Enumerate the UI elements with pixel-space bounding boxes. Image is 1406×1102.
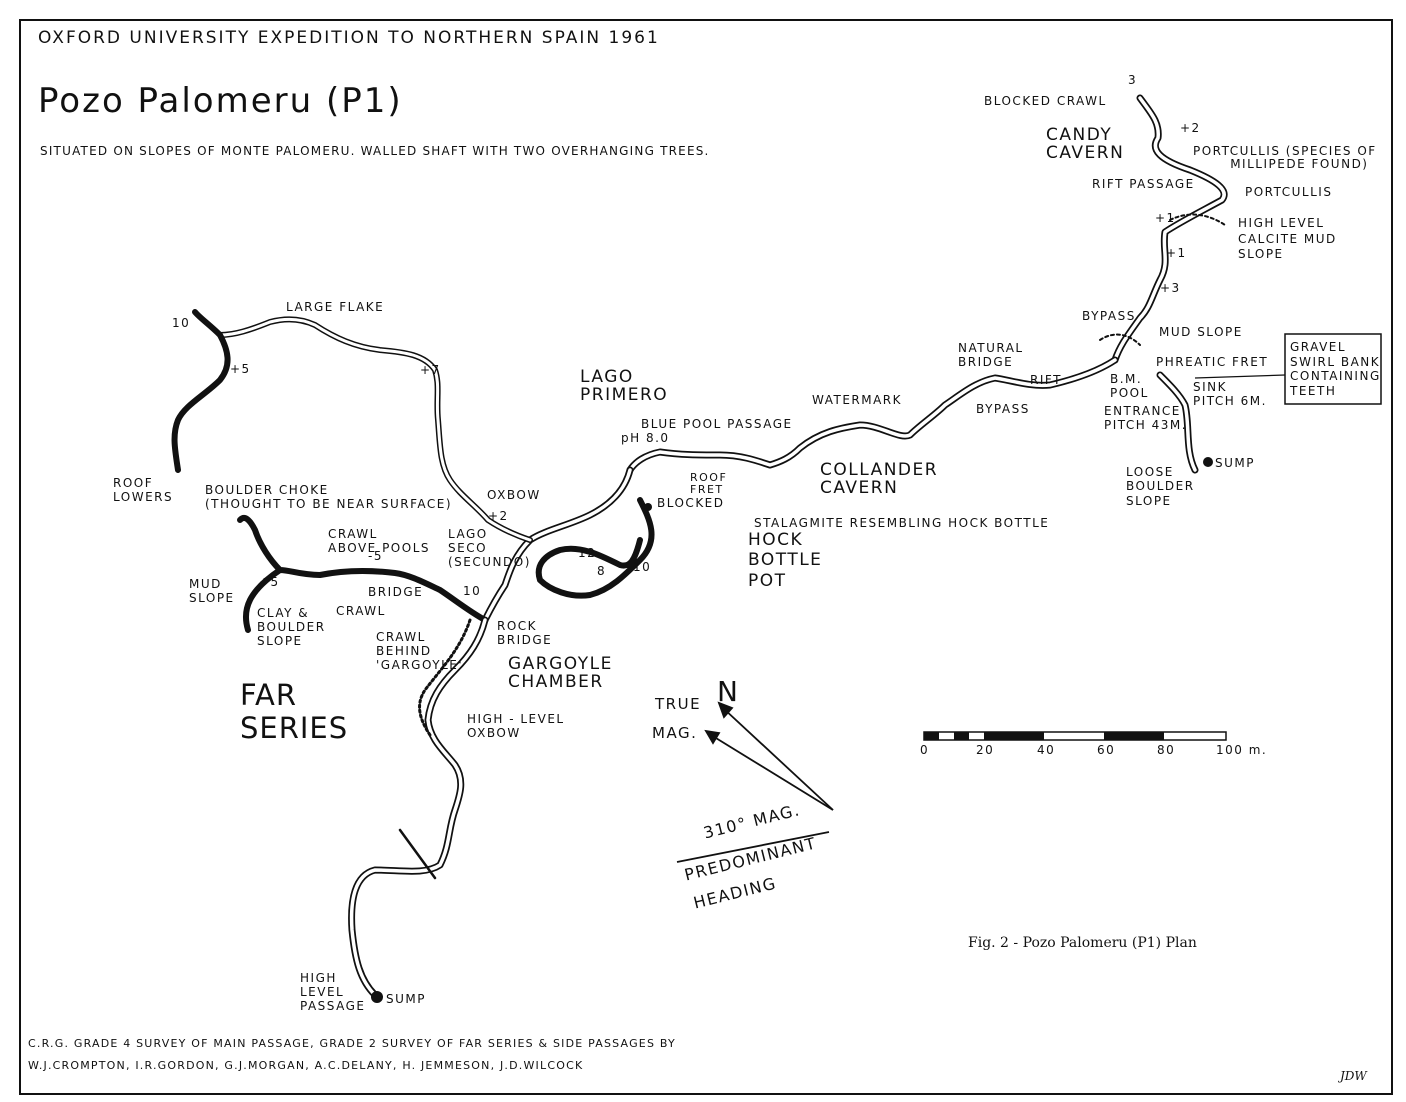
label-bypass-south: BYPASS [976, 402, 1030, 416]
true-north-label: TRUE [655, 695, 702, 713]
height-10-gargoyle: 10 [463, 584, 482, 598]
height-10-north: 10 [172, 316, 191, 330]
label-portcullis-millipede: PORTCULLIS (SPECIES OF MILLIPEDE FOUND) [1193, 144, 1377, 171]
label-oxbow: OXBOW [487, 488, 541, 502]
height-plus2-oxbow: +2 [488, 509, 509, 523]
label-sump-east: SUMP [1215, 456, 1255, 470]
passage-lago-loop [535, 497, 655, 599]
label-ph: pH 8.0 [621, 431, 670, 445]
height-plus3: +3 [1160, 281, 1181, 295]
region-collander-cavern: COLLANDER CAVERN [820, 460, 939, 498]
height-plus5-north: +5 [230, 362, 251, 376]
label-roof-lowers: ROOF LOWERS [113, 476, 174, 505]
label-mud-slope-west: MUD SLOPE [189, 577, 235, 605]
label-boulder-choke: BOULDER CHOKE (THOUGHT TO BE NEAR SURFAC… [205, 483, 453, 512]
label-bypass-north: BYPASS [1082, 309, 1136, 323]
height-minus5: -5 [368, 549, 383, 563]
label-lago-seco: LAGO SECO (SECUNDO) [448, 527, 531, 569]
scale-tick-100: 100 m. [1216, 743, 1268, 757]
label-blocked-crawl: BLOCKED CRAWL [984, 94, 1107, 108]
label-roof-fret: ROOF FRET [690, 471, 728, 497]
map-frame [19, 19, 1393, 1095]
label-high-level-calcite: HIGH LEVEL CALCITE MUD SLOPE [1238, 216, 1337, 262]
label-rift: RIFT [1030, 373, 1062, 387]
label-sump-south: SUMP [386, 992, 426, 1006]
height-plus1-b: +1 [1166, 246, 1187, 260]
passage-roof-lowers [171, 309, 231, 473]
label-crawl-behind-gargoyle: CRAWL BEHIND 'GARGOYLE' [376, 630, 464, 672]
label-clay-boulder-slope: CLAY & BOULDER SLOPE [257, 606, 326, 648]
label-blocked: BLOCKED [657, 496, 725, 510]
height-12: 12 [578, 546, 597, 560]
label-sink-pitch: SINK PITCH 6M. [1193, 380, 1267, 409]
label-natural-bridge: NATURAL BRIDGE [958, 341, 1024, 370]
scale-tick-60: 60 [1097, 743, 1116, 757]
map-title: Pozo Palomeru (P1) [38, 81, 403, 121]
label-high-level-oxbow: HIGH - LEVEL OXBOW [467, 712, 565, 740]
label-bridge: BRIDGE [368, 585, 424, 599]
label-watermark: WATERMARK [812, 393, 903, 407]
gravel-note-box [1284, 333, 1382, 405]
expedition-heading: OXFORD UNIVERSITY EXPEDITION TO NORTHERN… [38, 28, 660, 48]
height-plus5-west: +5 [259, 575, 280, 589]
magnetic-north-label: MAG. [652, 724, 698, 742]
label-large-flake: LARGE FLAKE [286, 300, 385, 314]
region-candy-cavern: CANDY CAVERN [1046, 125, 1125, 163]
scale-tick-0: 0 [920, 743, 930, 757]
label-loose-boulder-slope: LOOSE BOULDER SLOPE [1126, 465, 1195, 508]
label-crawl: CRAWL [336, 604, 386, 618]
region-hock-bottle-pot: HOCK BOTTLE POT [748, 530, 823, 591]
label-rock-bridge: ROCK BRIDGE [497, 619, 553, 647]
height-10-hock: 10 [633, 560, 652, 574]
label-phreatic-fret: PHREATIC FRET [1156, 355, 1269, 369]
passage-far-west [237, 515, 488, 633]
height-plus1-a: +1 [1155, 211, 1176, 225]
label-blue-pool-passage: BLUE POOL PASSAGE [641, 417, 793, 431]
label-rift-passage: RIFT PASSAGE [1092, 177, 1195, 191]
height-plus7: +7 [420, 363, 441, 377]
height-3: 3 [1128, 73, 1138, 87]
heading-underline [676, 831, 830, 863]
region-far-series: FAR SERIES [240, 678, 349, 746]
map-subtitle: SITUATED ON SLOPES OF MONTE PALOMERU. WA… [40, 144, 710, 158]
crawl-behind-gargoyle [418, 618, 472, 737]
scale-bar [923, 731, 1227, 741]
signature: JDW [1340, 1069, 1367, 1083]
label-crawl-above-pools: CRAWL ABOVE POOLS [328, 527, 430, 555]
label-mud-slope: MUD SLOPE [1159, 325, 1243, 339]
north-letter: N [717, 675, 740, 708]
label-high-level-passage: HIGH LEVEL PASSAGE [300, 971, 366, 1013]
region-gargoyle-chamber: GARGOYLE CHAMBER [508, 654, 613, 692]
scale-tick-40: 40 [1037, 743, 1056, 757]
label-stalagmite: STALAGMITE RESEMBLING HOCK BOTTLE [754, 516, 1050, 530]
side-passage-diagonal [398, 828, 437, 880]
figure-caption: Fig. 2 - Pozo Palomeru (P1) Plan [968, 935, 1197, 951]
survey-credits-line2: W.J.CROMPTON, I.R.GORDON, G.J.MORGAN, A.… [28, 1059, 584, 1072]
height-8: 8 [597, 564, 607, 578]
scale-tick-20: 20 [976, 743, 995, 757]
survey-credits-line1: C.R.G. GRADE 4 SURVEY OF MAIN PASSAGE, G… [28, 1037, 676, 1050]
height-plus2-candy: +2 [1180, 121, 1201, 135]
label-entrance-pitch: ENTRANCE PITCH 43M. [1104, 404, 1188, 433]
scale-tick-80: 80 [1157, 743, 1176, 757]
label-portcullis: PORTCULLIS [1245, 185, 1333, 199]
passage-gargoyle-south [348, 616, 489, 999]
region-lago-primero: LAGO PRIMERO [580, 367, 669, 405]
north-arrow [704, 701, 834, 811]
label-bm-pool: B.M. POOL [1110, 372, 1149, 401]
label-gravel-swirl-bank: GRAVEL SWIRL BANK CONTAINING TEETH [1290, 340, 1381, 398]
